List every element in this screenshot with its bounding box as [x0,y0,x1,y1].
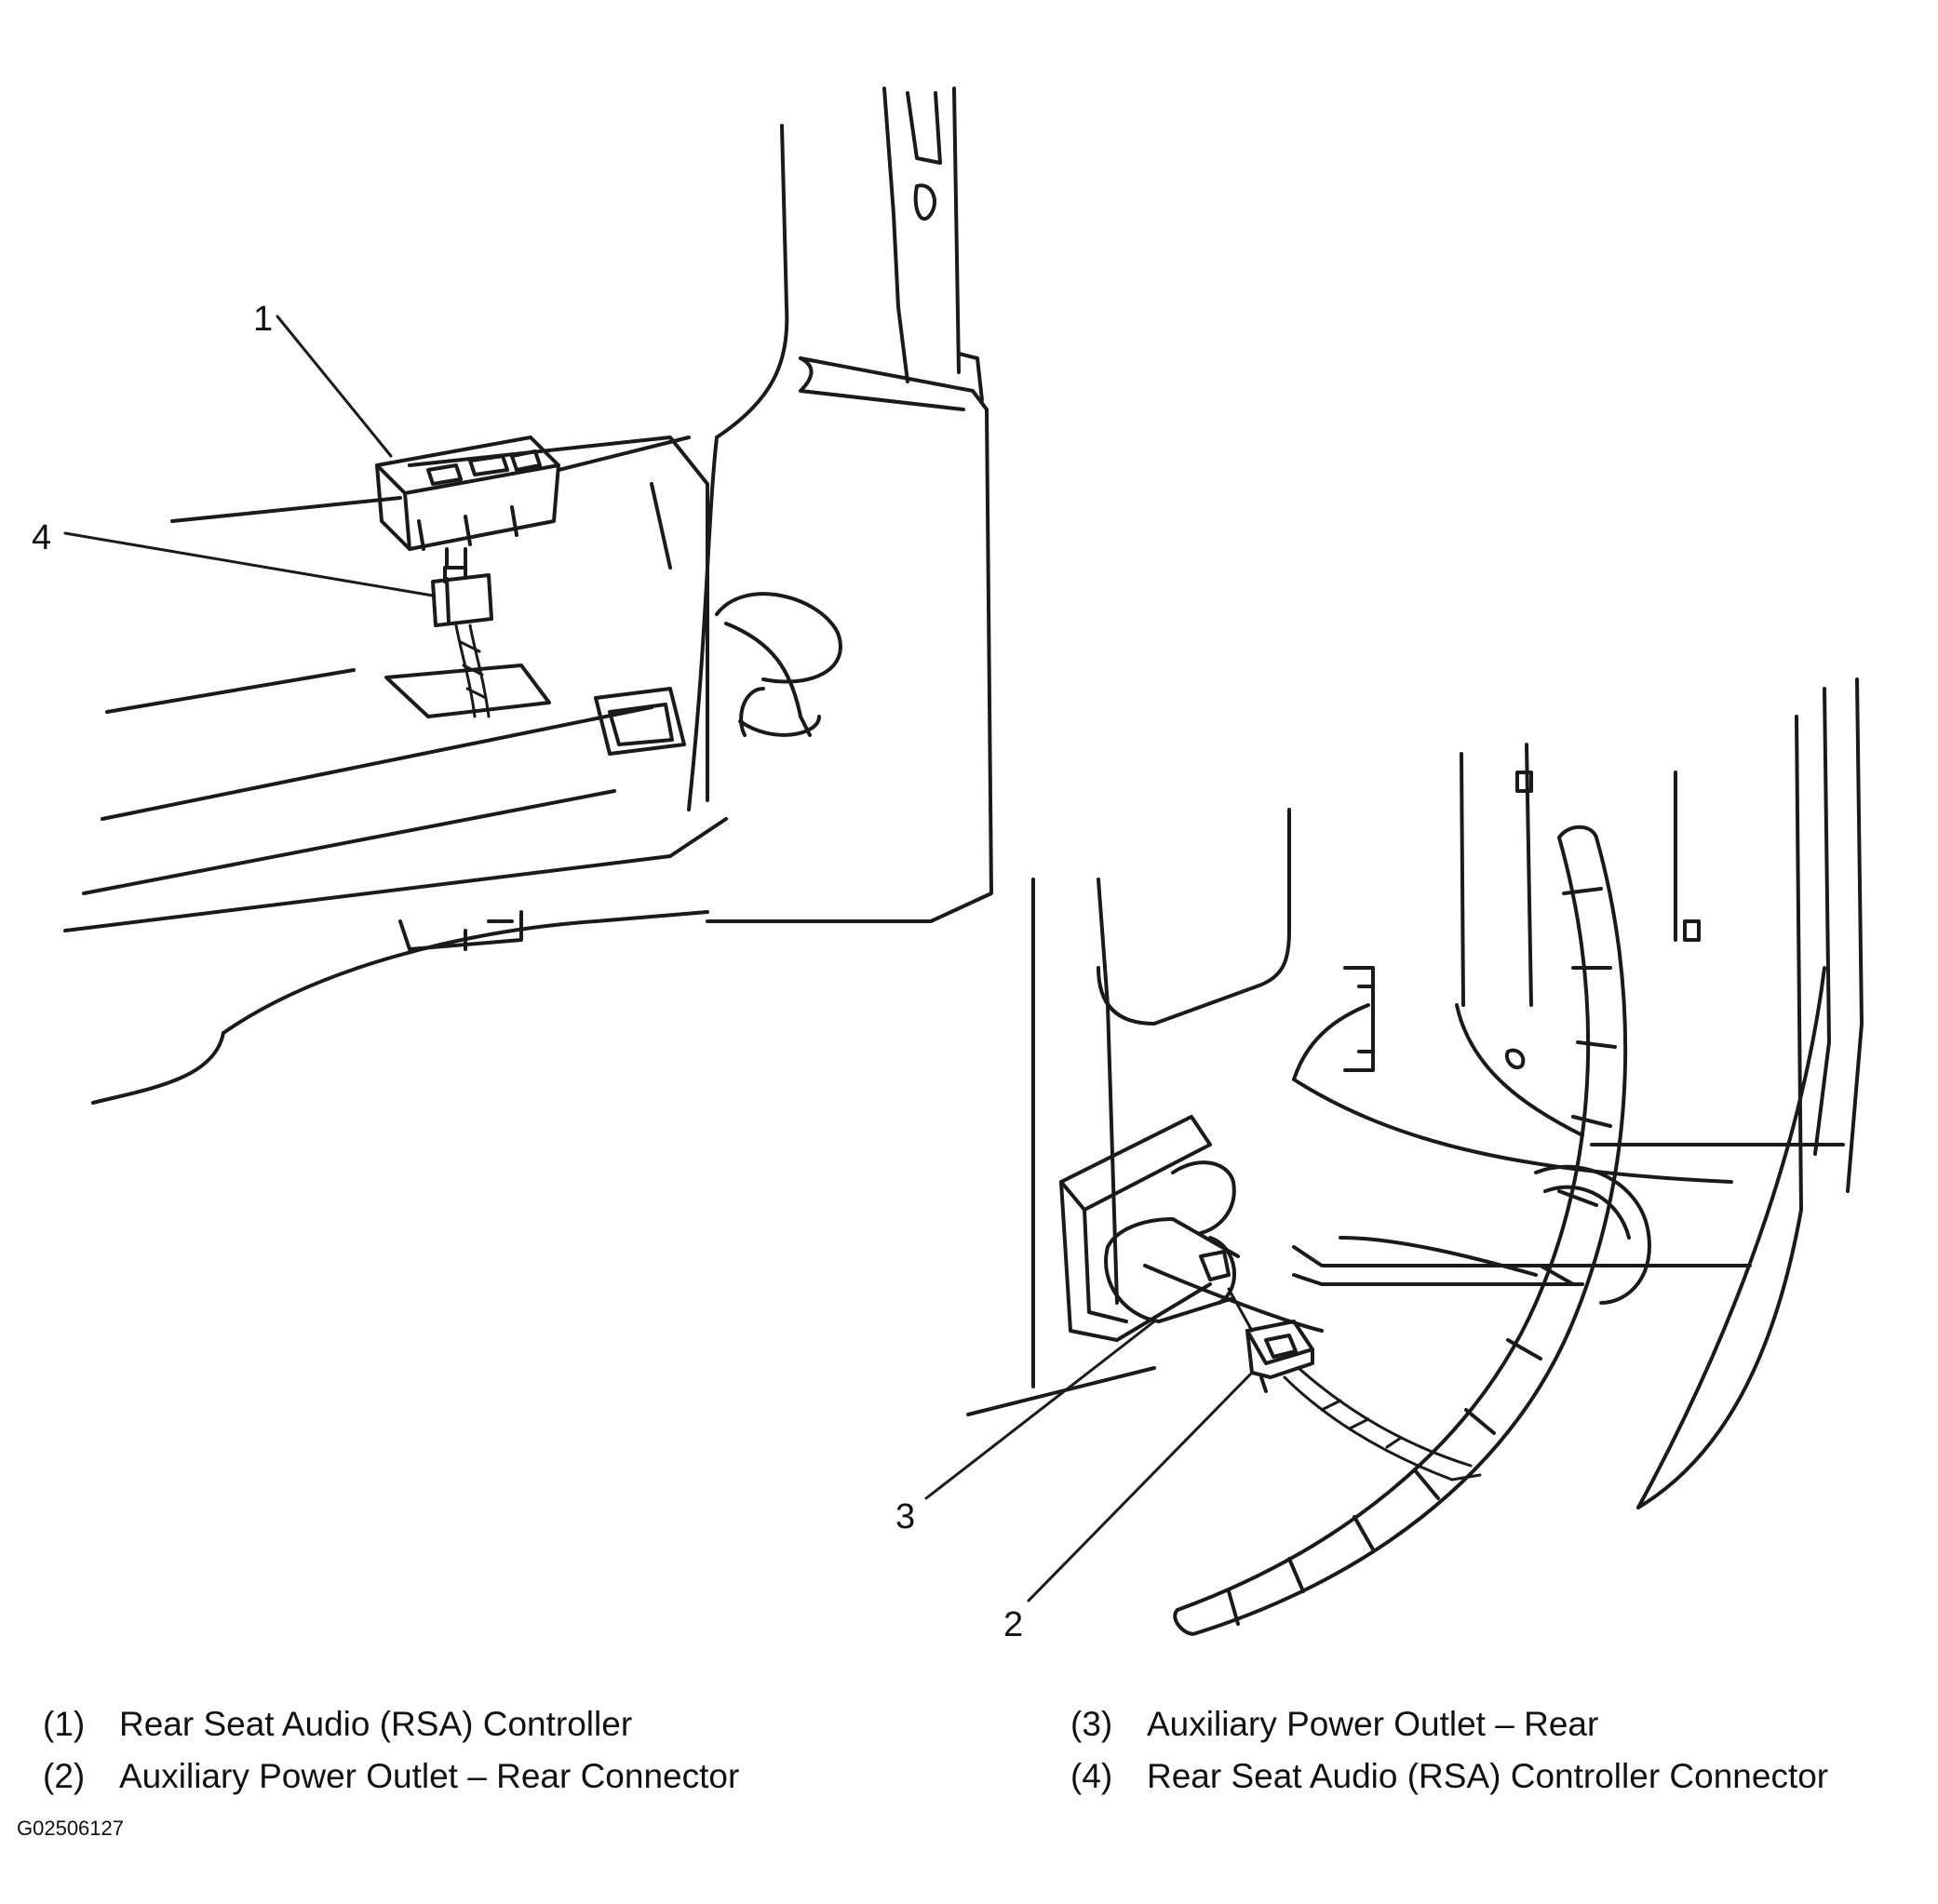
legend-number: (3) [1070,1705,1113,1743]
legend-number: (4) [1070,1757,1113,1795]
outlet-harness [1227,1287,1482,1482]
legend-label: Rear Seat Audio (RSA) Controller [119,1705,633,1743]
callout-leader-2 [1027,1371,1254,1602]
component-location-diagram: 1 4 3 2 [32,87,1864,1638]
callout-leader-3 [924,1320,1156,1500]
callout-4: 4 [32,518,51,557]
callout-2: 2 [1003,1605,1023,1638]
outlet-connector [1245,1320,1314,1393]
rear-quarter-panel [966,677,1864,1509]
legend-item-1: (1) Rear Seat Audio (RSA) Controller [43,1705,632,1744]
b-pillar-trim [687,87,993,923]
upper-left-view [63,87,993,1105]
figure-id: G02506127 [17,1817,124,1840]
rsa-harness [454,623,491,718]
outlet-bezel [1059,1115,1236,1342]
wiring-conduit [1173,825,1628,1636]
callout-1: 1 [253,300,273,339]
callout-leader-1 [276,315,393,458]
rsa-controller-connector [431,561,493,627]
lower-right-view [924,677,1864,1636]
interior-trim-panel [63,436,728,1105]
legend-label: Auxiliary Power Outlet – Rear [1147,1705,1599,1743]
legend-item-2: (2) Auxiliary Power Outlet – Rear Connect… [43,1757,739,1796]
legend-item-4: (4) Rear Seat Audio (RSA) Controller Conn… [1070,1757,1828,1796]
legend-number: (2) [43,1757,86,1795]
legend-number: (1) [43,1705,86,1743]
legend-label: Rear Seat Audio (RSA) Controller Connect… [1147,1757,1829,1795]
rsa-controller [375,436,560,570]
legend-item-3: (3) Auxiliary Power Outlet – Rear [1070,1705,1598,1744]
callout-3: 3 [895,1497,915,1536]
callout-leader-4 [63,531,435,597]
legend-label: Auxiliary Power Outlet – Rear Connector [119,1757,740,1795]
